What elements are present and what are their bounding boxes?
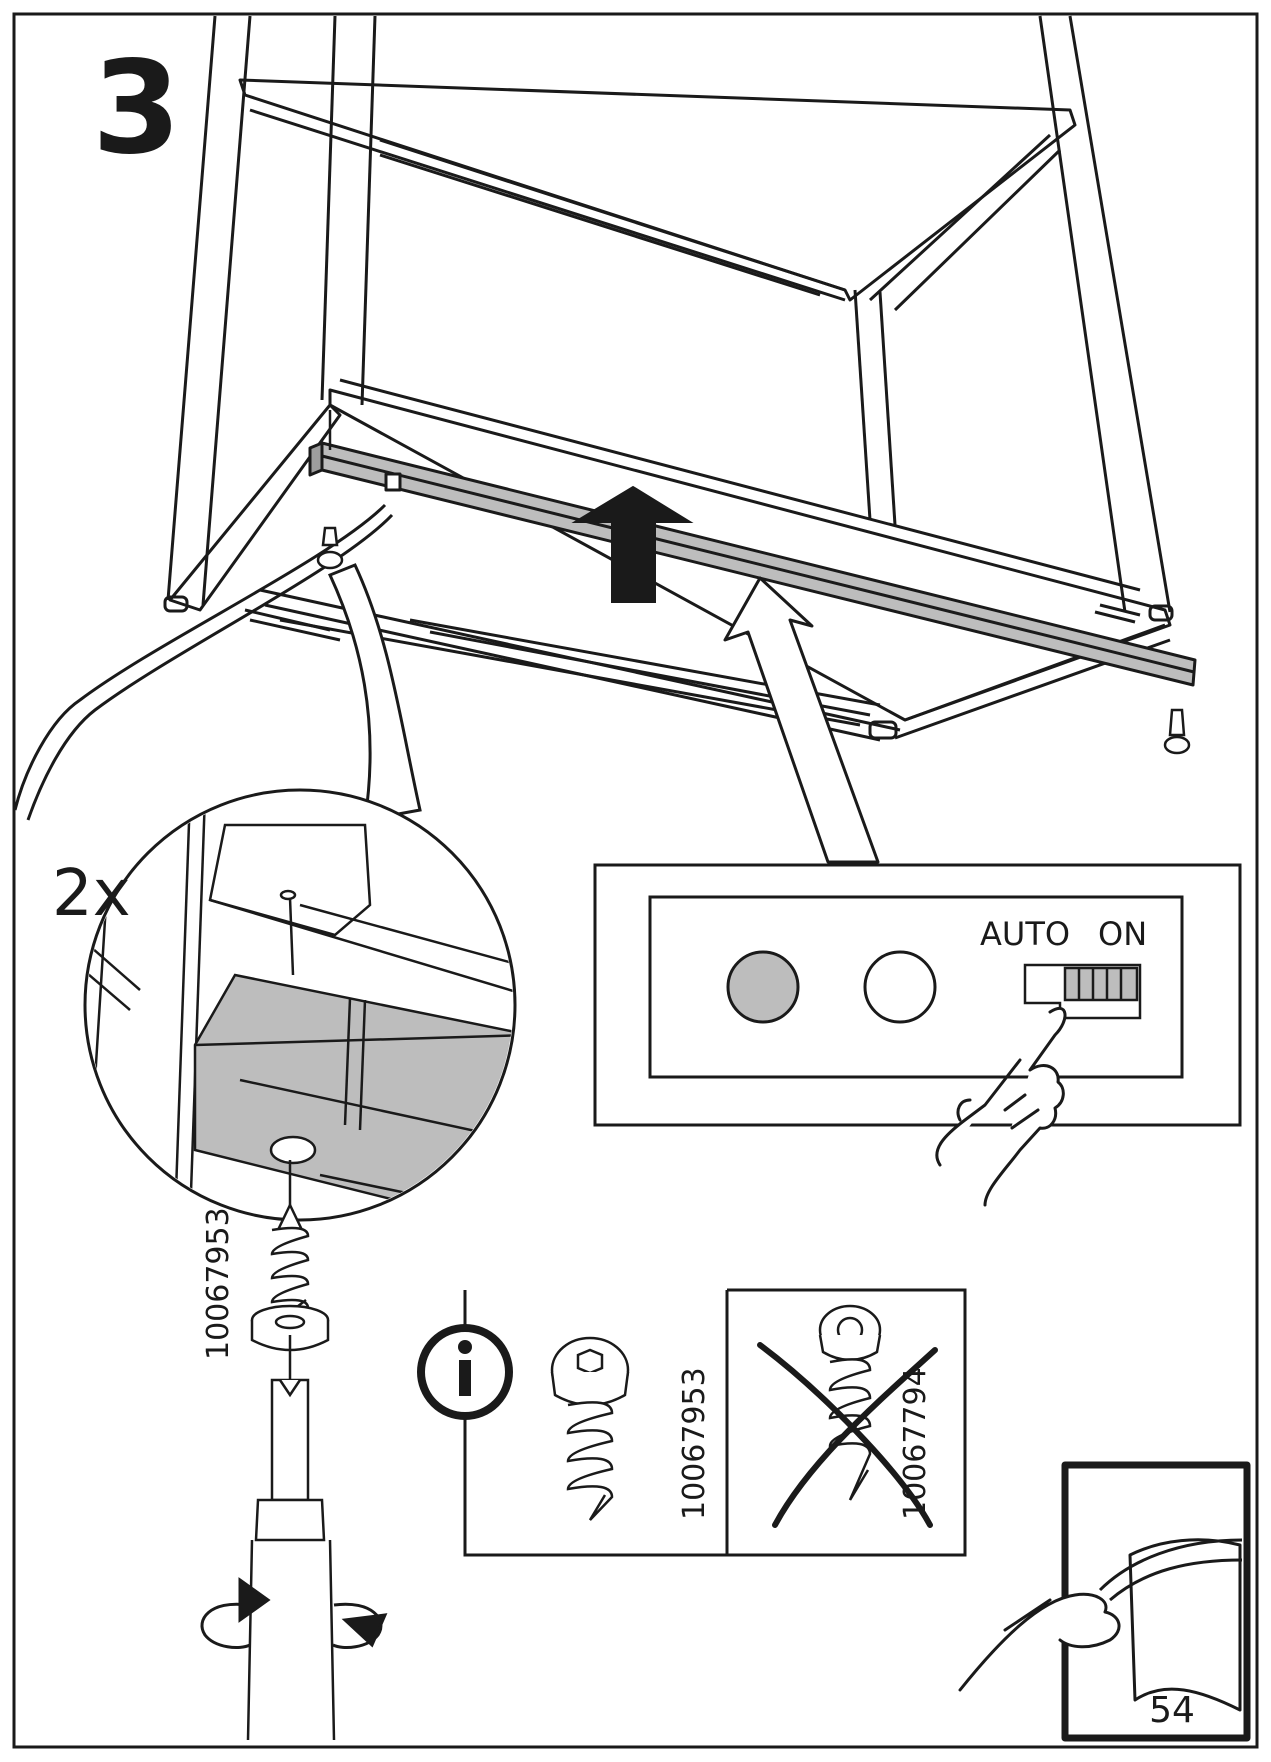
- screwdriver-icon: [246, 1335, 336, 1741]
- info-icon: [417, 1324, 513, 1420]
- wrong-screw: [818, 1304, 882, 1501]
- screw-right: [1163, 708, 1191, 755]
- screw-left: [316, 410, 344, 570]
- switch-panel: AUTO ON: [593, 863, 1242, 1127]
- shelf-frame: [13, 15, 1174, 821]
- part-number-label: 10067953: [201, 1207, 236, 1360]
- quantity-label: 2x: [52, 857, 131, 931]
- step-number: 3: [92, 34, 181, 183]
- zoom-detail: [83, 563, 517, 1222]
- correct-screw: [550, 1336, 630, 1521]
- indicator-light-empty: [863, 950, 937, 1024]
- correct-screw-code: 10067953: [677, 1367, 712, 1520]
- cross-mark-icon: [757, 1342, 938, 1528]
- rotate-arrow-icon: [200, 1577, 388, 1649]
- mode-switch: [1023, 963, 1142, 1020]
- light-strip: [308, 441, 1197, 687]
- info-box: 10067953 10067794: [417, 1288, 967, 1557]
- callout-pointer: [723, 576, 880, 864]
- up-arrow-icon: [571, 485, 694, 603]
- hand-pointer-icon: [935, 1006, 1067, 1207]
- wrong-screw-code: 10067794: [898, 1367, 933, 1520]
- indicator-light-filled: [726, 950, 800, 1024]
- page-turn-icon: [958, 1461, 1251, 1742]
- switch-on-label: ON: [1098, 915, 1147, 953]
- switch-auto-label: AUTO: [980, 915, 1070, 953]
- page-number: 54: [1149, 1690, 1195, 1731]
- page-border: [12, 12, 1259, 1749]
